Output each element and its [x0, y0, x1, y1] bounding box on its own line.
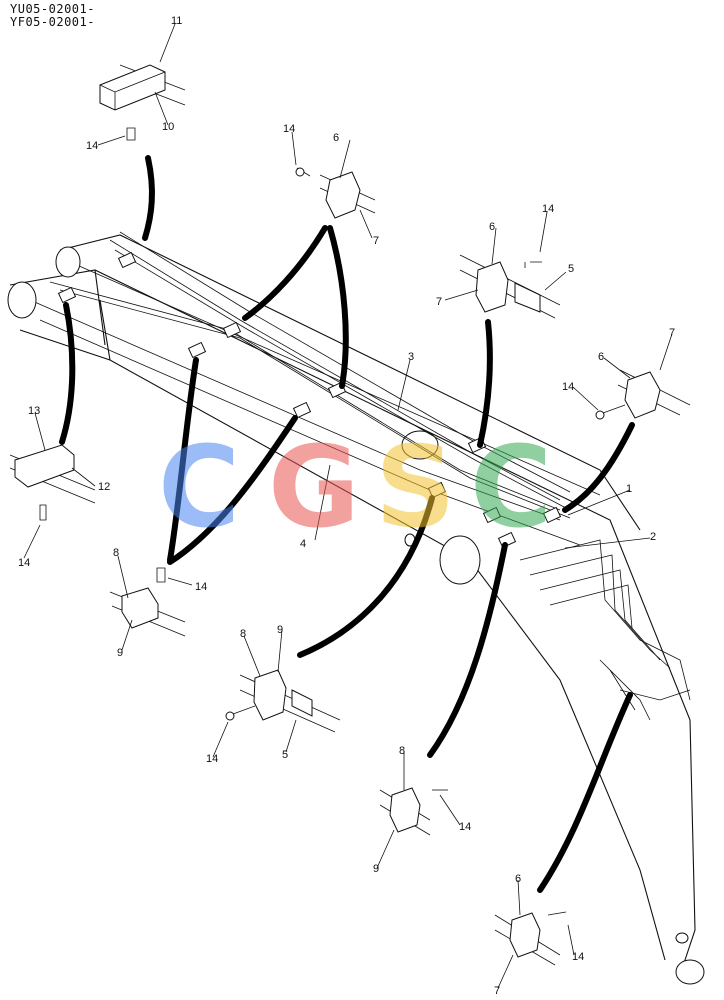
callout-14-d: 14: [562, 381, 574, 393]
callout-9-left: 9: [117, 647, 123, 659]
callout-14-f: 14: [195, 581, 207, 593]
callout-7-top: 7: [373, 235, 379, 247]
callout-14-g: 14: [206, 753, 218, 765]
detail-clamp-12-13: [9, 444, 96, 521]
detail-clamp-6-7-5: [459, 254, 561, 319]
callout-9-lower: 9: [373, 863, 379, 875]
watermark-letter-g: G: [268, 423, 360, 553]
callout-5-top: 5: [568, 263, 574, 275]
callout-13: 13: [28, 405, 40, 417]
callout-4: 4: [300, 538, 306, 550]
callout-14-h: 14: [459, 821, 471, 833]
callout-7-mid: 7: [436, 296, 442, 308]
detail-clamp-8-9-5: [225, 669, 341, 733]
detail-clamp-6-7-bottom: [494, 911, 567, 966]
detail-clamp-10-11: [99, 64, 186, 141]
detail-clamp-6-7-top: [295, 167, 376, 219]
part-code-2: YF05-02001-: [10, 15, 95, 29]
callout-labels: 1 2 3 4 5 5 6 6 6 6 7 7 7 7 8 8 8 9 9 9 …: [18, 15, 675, 997]
callout-11: 11: [171, 15, 182, 27]
callout-8-left: 8: [113, 547, 119, 559]
watermark-letter-s: S: [375, 423, 456, 553]
watermark-letter-c2: C: [470, 423, 553, 553]
detail-clamp-6-7-right: [595, 369, 691, 420]
callout-8-mid: 8: [240, 628, 246, 640]
callout-6-bottom: 6: [515, 873, 521, 885]
leader-lines: [59, 155, 635, 893]
callout-14-a: 14: [86, 140, 98, 152]
callout-7-bottom: 7: [494, 985, 500, 997]
callout-5-bottom: 5: [282, 749, 288, 761]
arm-body: [7, 231, 705, 985]
callout-7-right: 7: [669, 327, 675, 339]
part-code-1: YU05-02001-: [10, 2, 95, 16]
callout-6-top: 6: [333, 132, 339, 144]
callout-10: 10: [162, 121, 174, 133]
callout-2: 2: [650, 531, 656, 543]
callout-6-mid: 6: [489, 221, 495, 233]
callout-leaders: [23, 23, 673, 989]
callout-3: 3: [408, 351, 414, 363]
callout-12: 12: [98, 481, 110, 493]
callout-14-e: 14: [18, 557, 30, 569]
detail-clamp-8-9-lower: [379, 787, 448, 836]
callout-14-i: 14: [572, 951, 584, 963]
callout-14-c: 14: [542, 203, 554, 215]
watermark-letter-c1: C: [158, 423, 241, 553]
callout-8-lower: 8: [399, 745, 405, 757]
callout-14-b: 14: [283, 123, 295, 135]
callout-9-mid: 9: [277, 624, 283, 636]
callout-6-right: 6: [598, 351, 604, 363]
detail-clamp-8-9-left: [109, 567, 186, 637]
callout-1: 1: [626, 483, 632, 495]
